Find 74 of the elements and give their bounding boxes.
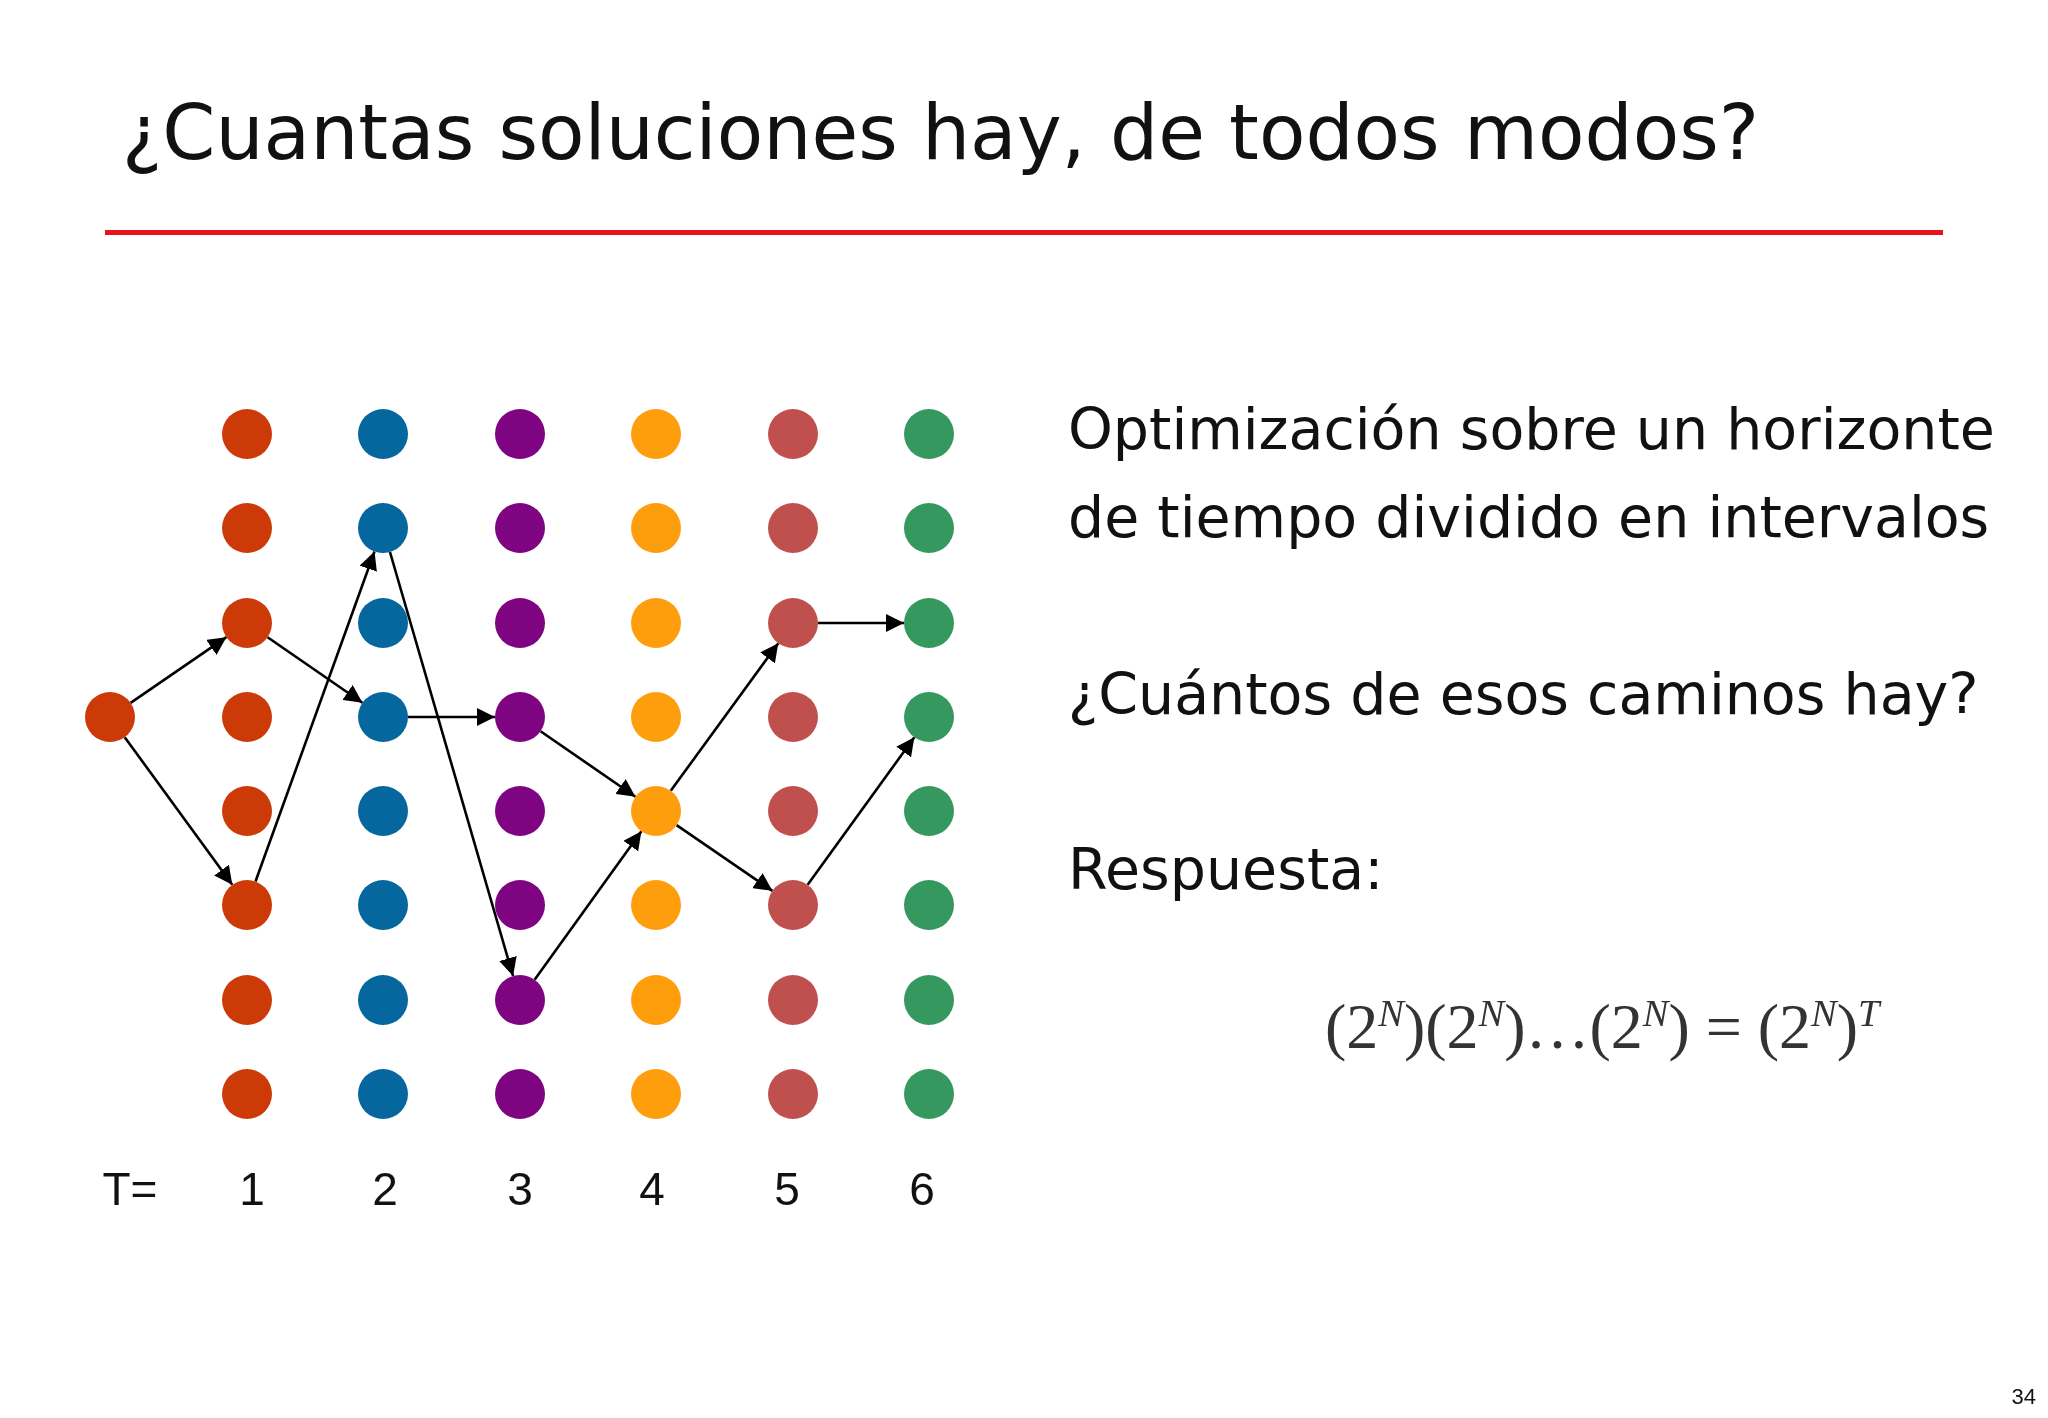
time-label: 4 xyxy=(639,1162,665,1216)
state-dot xyxy=(904,975,954,1025)
body-text: Optimización sobre un horizonte de tiempo dividido en intervalos xyxy=(1068,395,1996,552)
time-label: 1 xyxy=(239,1162,265,1216)
state-dot xyxy=(358,598,408,648)
state-dot xyxy=(904,503,954,553)
state-dot xyxy=(222,692,272,742)
state-dot xyxy=(222,503,272,553)
state-dot xyxy=(631,409,681,459)
arrow xyxy=(129,636,228,704)
state-dot xyxy=(222,786,272,836)
state-dot xyxy=(495,503,545,553)
arrow xyxy=(675,824,774,892)
state-dot xyxy=(904,598,954,648)
state-dot xyxy=(222,1069,272,1119)
formula: (2$^{N}$)(2$^{N}$)…(2$^{N}$) = (2$^{N}$)$^{T}$ xyxy=(1325,990,1880,1064)
slide-title: ¿Cuantas soluciones hay, de todos modos? xyxy=(122,88,1760,177)
time-label: 2 xyxy=(372,1162,398,1216)
arrow xyxy=(818,613,904,633)
state-dot xyxy=(904,880,954,930)
state-dot xyxy=(495,692,545,742)
state-dot xyxy=(768,503,818,553)
state-dot xyxy=(85,692,135,742)
arrow xyxy=(123,736,234,886)
body-text: ¿Cuántos de esos caminos hay? xyxy=(1068,660,1980,729)
state-dot xyxy=(631,1069,681,1119)
state-dot xyxy=(768,975,818,1025)
state-dot xyxy=(904,409,954,459)
state-dot xyxy=(495,1069,545,1119)
state-dot xyxy=(358,503,408,553)
state-dot xyxy=(631,692,681,742)
state-dot xyxy=(222,975,272,1025)
state-dot xyxy=(495,975,545,1025)
state-dot xyxy=(904,786,954,836)
state-dot xyxy=(358,692,408,742)
state-dot xyxy=(631,786,681,836)
arrow xyxy=(539,730,637,798)
time-label: 3 xyxy=(507,1162,533,1216)
time-label: T= xyxy=(102,1162,158,1216)
state-dot xyxy=(631,880,681,930)
arrow xyxy=(669,642,780,792)
state-dot xyxy=(768,786,818,836)
state-dot xyxy=(358,975,408,1025)
arrow xyxy=(533,830,643,981)
body-text: Respuesta: xyxy=(1068,835,1385,904)
state-dot xyxy=(222,409,272,459)
arrow xyxy=(806,736,916,886)
state-dot xyxy=(631,598,681,648)
state-dot xyxy=(631,503,681,553)
arrow xyxy=(388,551,517,977)
page-number: 34 xyxy=(2011,1384,2036,1410)
time-label: 5 xyxy=(774,1162,800,1216)
state-dot xyxy=(495,880,545,930)
state-dot xyxy=(495,598,545,648)
arrow xyxy=(266,636,364,704)
state-dot xyxy=(768,880,818,930)
time-label: 6 xyxy=(909,1162,935,1216)
state-dot xyxy=(904,692,954,742)
state-dot xyxy=(768,598,818,648)
state-dot xyxy=(631,975,681,1025)
state-dot xyxy=(222,598,272,648)
state-dot xyxy=(358,409,408,459)
state-dot xyxy=(768,1069,818,1119)
arrow xyxy=(408,707,495,727)
state-dot xyxy=(222,880,272,930)
state-dot xyxy=(495,786,545,836)
state-dot xyxy=(358,786,408,836)
state-dot xyxy=(358,880,408,930)
state-dot xyxy=(495,409,545,459)
state-dot xyxy=(904,1069,954,1119)
arrow xyxy=(254,551,377,882)
state-dot xyxy=(768,692,818,742)
state-dot xyxy=(768,409,818,459)
state-dot xyxy=(358,1069,408,1119)
